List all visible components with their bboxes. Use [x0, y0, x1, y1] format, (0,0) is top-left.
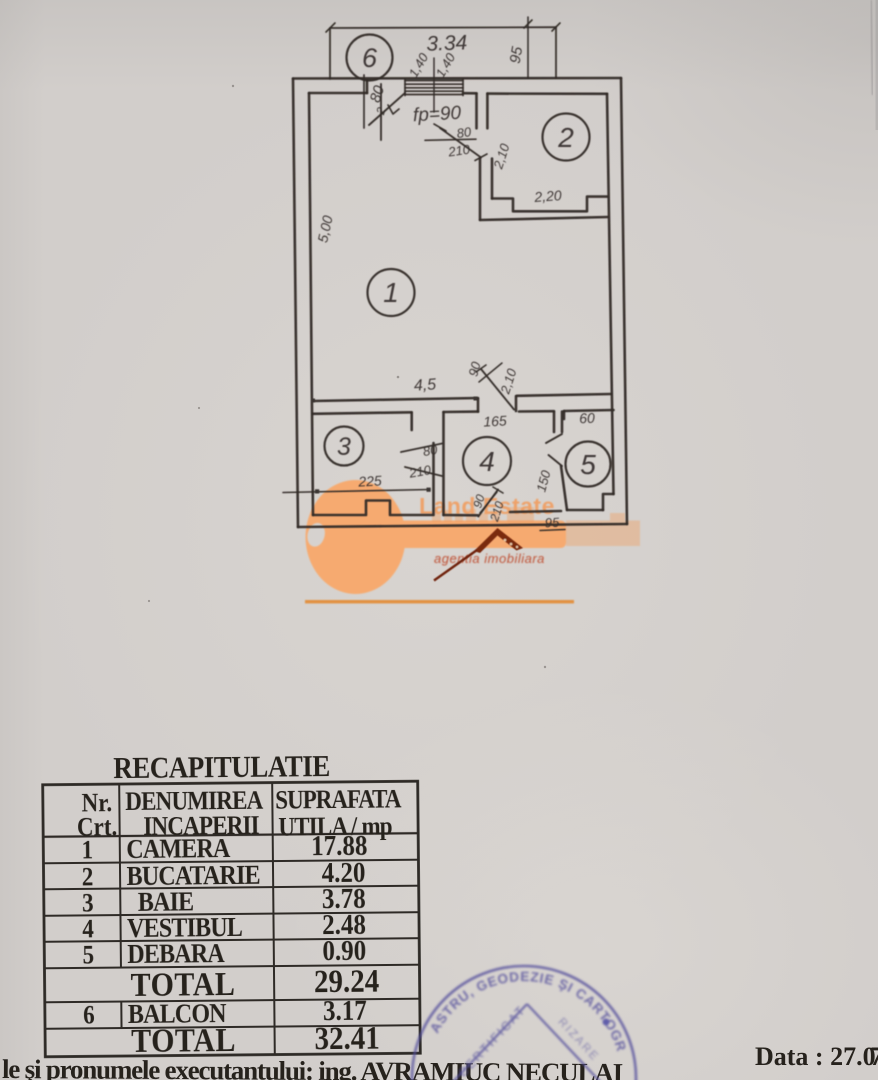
svg-text:17.88: 17.88 [311, 829, 368, 861]
svg-text:4: 4 [479, 446, 495, 477]
svg-text:fp=90: fp=90 [412, 103, 462, 127]
svg-text:225: 225 [357, 472, 382, 489]
svg-text:3.17: 3.17 [323, 994, 367, 1026]
svg-text:BUCATARIE: BUCATARIE [126, 859, 259, 891]
svg-text:4,5: 4,5 [413, 376, 436, 395]
svg-text:BAIE: BAIE [138, 886, 194, 917]
svg-text:Data : 27.0: Data : 27.0 [755, 1042, 876, 1071]
svg-text:TOTAL: TOTAL [131, 1020, 236, 1059]
svg-text:INCAPERII: INCAPERII [143, 812, 259, 842]
svg-text:2: 2 [82, 863, 94, 892]
svg-text:95: 95 [507, 45, 527, 65]
svg-text:90: 90 [465, 359, 483, 378]
svg-text:1: 1 [383, 277, 399, 308]
svg-text:6: 6 [362, 43, 378, 73]
svg-text:DENUMIREA: DENUMIREA [125, 786, 263, 816]
svg-text:7: 7 [870, 1042, 878, 1071]
svg-text:Crt.: Crt. [77, 813, 117, 842]
svg-text:32.41: 32.41 [314, 1019, 380, 1057]
svg-text:29.24: 29.24 [314, 962, 380, 1000]
svg-text:95: 95 [544, 515, 560, 531]
svg-text:60: 60 [579, 410, 595, 427]
svg-text:80: 80 [456, 124, 473, 141]
svg-text:90: 90 [470, 492, 488, 509]
svg-text:CAMERA: CAMERA [126, 833, 231, 865]
svg-text:1: 1 [81, 836, 93, 865]
svg-text:210: 210 [407, 462, 433, 481]
svg-text:5: 5 [82, 941, 94, 970]
svg-text:4.20: 4.20 [322, 856, 366, 888]
svg-text:agentia imobiliara: agentia imobiliara [434, 551, 545, 566]
svg-text:3.78: 3.78 [322, 882, 366, 914]
svg-text:3.34: 3.34 [426, 31, 468, 55]
svg-text:BALCON: BALCON [128, 998, 227, 1030]
svg-text:TOTAL: TOTAL [130, 964, 235, 1003]
svg-text:3: 3 [82, 889, 94, 918]
svg-text:2: 2 [373, 105, 389, 117]
svg-text:DEBARA: DEBARA [127, 938, 225, 970]
svg-text:0.90: 0.90 [322, 934, 366, 966]
svg-text:2,10: 2,10 [497, 366, 520, 396]
svg-text:RECAPITULATIE: RECAPITULATIE [113, 750, 330, 786]
svg-text:2,20: 2,20 [533, 187, 563, 205]
svg-text:80: 80 [422, 442, 440, 459]
svg-text:4: 4 [82, 915, 94, 944]
svg-text:Nr.: Nr. [82, 789, 113, 818]
svg-text:150: 150 [533, 468, 553, 494]
svg-text:80: 80 [367, 83, 389, 105]
svg-text:210: 210 [487, 499, 507, 524]
svg-text:210: 210 [446, 141, 471, 159]
svg-text:5: 5 [580, 449, 596, 480]
svg-text:UTILA / mp: UTILA / mp [278, 812, 392, 842]
svg-text:5,00: 5,00 [314, 214, 335, 244]
svg-text:165: 165 [483, 412, 507, 429]
svg-text:2.48: 2.48 [322, 908, 366, 940]
svg-text:SUPRAFATA: SUPRAFATA [275, 785, 402, 815]
svg-text:6: 6 [83, 1001, 95, 1030]
svg-text:2: 2 [557, 122, 574, 153]
svg-text:VESTIBUL: VESTIBUL [127, 912, 242, 944]
svg-text:3: 3 [337, 433, 351, 461]
svg-text:le şi pronumele executantului:: le şi pronumele executantului: ing. AVRA… [2, 1054, 623, 1080]
svg-text:2,10: 2,10 [490, 141, 513, 171]
